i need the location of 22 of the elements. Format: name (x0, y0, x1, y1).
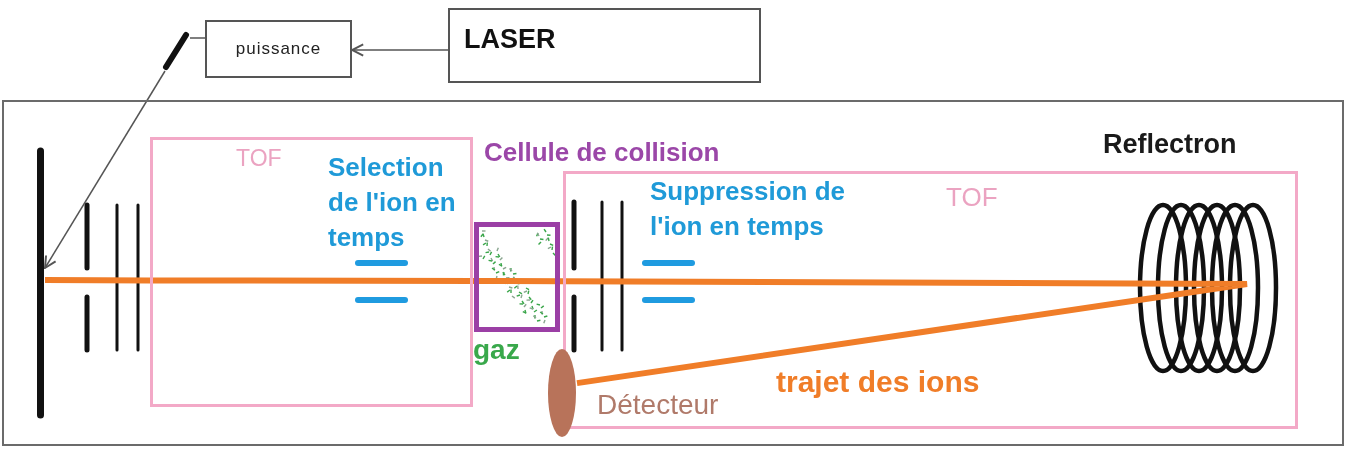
mirror-icon (162, 31, 190, 71)
arrow (351, 43, 449, 57)
section-title: TOF (236, 145, 282, 171)
tof-section-box (563, 171, 1298, 429)
ion-path (150, 277, 474, 284)
arrow (44, 70, 166, 269)
power-box: puissance (205, 20, 352, 78)
ion-path (45, 277, 150, 284)
sample-plate (36, 147, 45, 419)
ion-path (563, 278, 1250, 387)
description-text: Suppression de l'ion en temps (650, 175, 847, 243)
part-label: Reflectron (1103, 128, 1237, 160)
cell-title: Cellule de collision (484, 137, 720, 167)
description-text: Selection de l'ion en temps (328, 151, 457, 254)
section-title: TOF (946, 183, 998, 211)
tof-section-box (150, 137, 473, 407)
part-label: Détecteur (597, 389, 719, 421)
instrument-housing (2, 100, 1344, 446)
connector-line (189, 37, 206, 39)
gas-label: gaz (473, 334, 520, 366)
detector-disc (547, 348, 577, 438)
laser-box: LASER (448, 8, 761, 83)
